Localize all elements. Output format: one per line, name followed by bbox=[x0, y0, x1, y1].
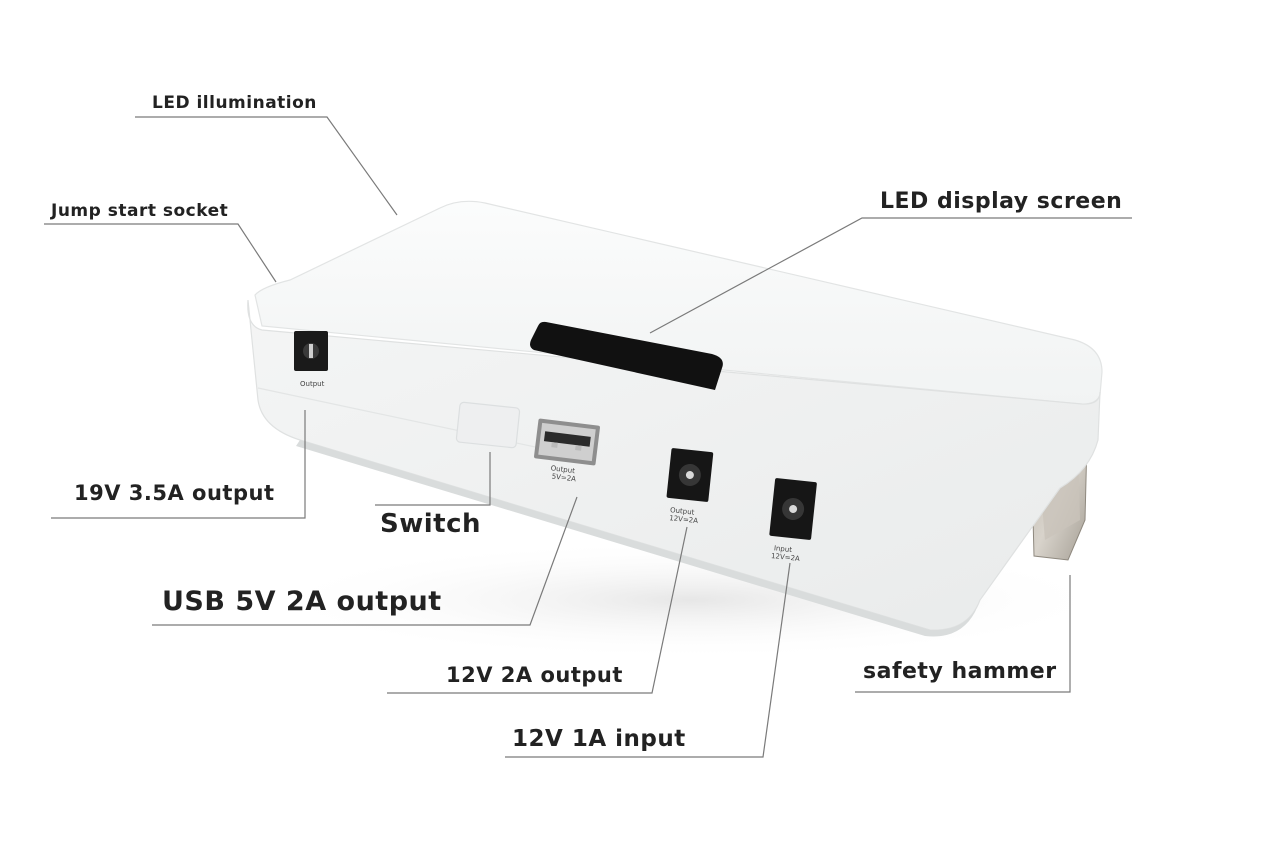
usb-marking: Output bbox=[550, 464, 575, 475]
label-safety-hammer: safety hammer bbox=[863, 659, 1057, 684]
leader-12v-input bbox=[505, 562, 791, 758]
power-switch[interactable] bbox=[455, 401, 521, 449]
dc-input-jack: Input 12V=2A bbox=[769, 478, 817, 563]
label-12v-input: 12V 1A input bbox=[512, 726, 686, 752]
left-jack-marking: Output bbox=[300, 380, 325, 388]
label-usb-output: USB 5V 2A output bbox=[162, 586, 442, 617]
mid-jack-marking: Output bbox=[670, 506, 695, 517]
label-switch: Switch bbox=[380, 509, 482, 539]
label-led-display-screen: LED display screen bbox=[880, 189, 1123, 214]
usb-port: Output 5V=2A bbox=[534, 418, 600, 483]
leader-lines bbox=[44, 116, 1132, 758]
mid-jack-marking-sub: 12V=2A bbox=[669, 514, 699, 525]
label-19v-output: 19V 3.5A output bbox=[74, 481, 275, 505]
leader-led-illumination bbox=[135, 116, 398, 216]
dc-output-jack: Output 12V=2A bbox=[666, 448, 714, 525]
leader-19v-output bbox=[51, 410, 306, 519]
label-led-illumination: LED illumination bbox=[152, 93, 317, 113]
leader-usb-output bbox=[152, 496, 578, 626]
label-jump-start-socket: Jump start socket bbox=[51, 201, 229, 221]
leader-led-display bbox=[649, 217, 1132, 334]
leader-safety-hammer bbox=[855, 575, 1071, 693]
leader-switch bbox=[375, 452, 491, 506]
label-12v-output: 12V 2A output bbox=[446, 663, 623, 687]
right-jack-marking: Input bbox=[773, 544, 792, 554]
led-display-screen bbox=[530, 321, 723, 390]
leader-12v-output bbox=[387, 526, 688, 694]
leader-jump-start-socket bbox=[44, 223, 277, 283]
jump-start-socket: Output bbox=[294, 331, 328, 388]
right-jack-marking-sub: 12V=2A bbox=[771, 552, 801, 563]
device-bottom-edge bbox=[296, 440, 980, 637]
usb-marking-sub: 5V=2A bbox=[551, 472, 576, 483]
